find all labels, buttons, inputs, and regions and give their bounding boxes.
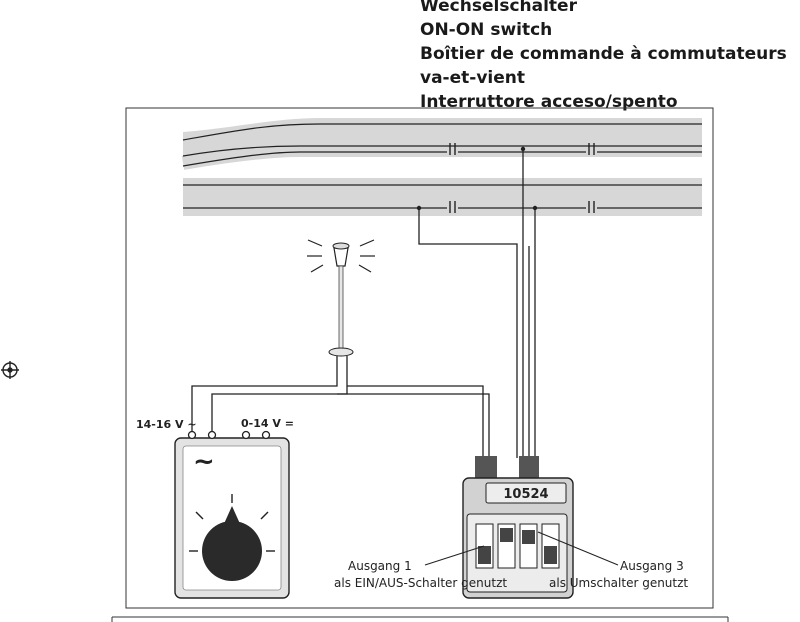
lever-4 bbox=[541, 523, 560, 569]
callout-left-line bbox=[424, 545, 485, 566]
lever-1 bbox=[475, 523, 494, 569]
terminal-dc-2 bbox=[261, 430, 271, 440]
title-it: Interruttore acceso/spento bbox=[420, 92, 678, 112]
callout-left-title: Ausgang 1 bbox=[348, 559, 412, 573]
model-number: 10524 bbox=[503, 487, 548, 502]
lamp-icon bbox=[307, 239, 375, 357]
callout-right-title: Ausgang 3 bbox=[620, 559, 684, 573]
callout-right-line bbox=[537, 531, 619, 566]
title-en: ON-ON switch bbox=[420, 20, 553, 40]
wires bbox=[191, 149, 536, 458]
upper-track bbox=[181, 118, 702, 170]
ac-symbol: ~ bbox=[193, 447, 215, 477]
terminal-ac-2 bbox=[207, 430, 217, 440]
transformer: ~ 14-16 V ~ 0-14 V = bbox=[136, 417, 294, 599]
lever-3 bbox=[519, 523, 538, 569]
knob-icon bbox=[189, 494, 275, 581]
callout-right-desc: als Umschalter genutzt bbox=[549, 576, 688, 590]
lower-track bbox=[183, 178, 702, 216]
title-block: Wechselschalter ON-ON switch Boîtier de … bbox=[420, 0, 787, 114]
title-de: Wechselschalter bbox=[420, 0, 577, 16]
title-fr-1: Boîtier de commande à commutateurs bbox=[420, 44, 787, 64]
diagram-frame bbox=[125, 107, 714, 609]
terminal-ac-1 bbox=[187, 430, 197, 440]
title-fr-2: va-et-vient bbox=[420, 68, 525, 88]
callout-left-desc: als EIN/AUS-Schalter genutzt bbox=[334, 576, 507, 590]
ac-voltage-label: 14-16 V ~ bbox=[136, 418, 197, 431]
lever-2 bbox=[497, 523, 516, 569]
registration-mark-icon bbox=[1, 361, 19, 379]
dc-voltage-label: 0-14 V = bbox=[241, 417, 294, 430]
terminal-dc-1 bbox=[241, 430, 251, 440]
